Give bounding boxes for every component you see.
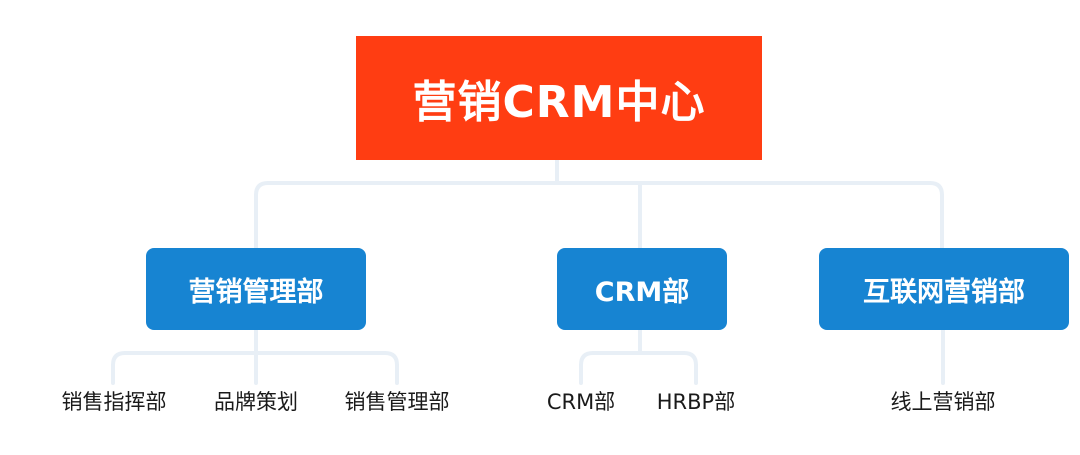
root-node: 营销CRM中心 bbox=[356, 36, 762, 160]
leaf-node-hrbp: HRBP部 bbox=[656, 390, 736, 414]
department-node-internet-marketing: 互联网营销部 bbox=[819, 248, 1069, 330]
leaf-node-sales-command: 销售指挥部 bbox=[61, 390, 167, 414]
department-node-marketing-management: 营销管理部 bbox=[146, 248, 366, 330]
leaf-node-crm: CRM部 bbox=[546, 390, 616, 414]
leaf-node-sales-management: 销售管理部 bbox=[344, 390, 450, 414]
leaf-node-online-marketing: 线上营销部 bbox=[890, 390, 996, 414]
marketing-mgmt-connector-line bbox=[111, 328, 399, 385]
leaf-node-brand-planning: 品牌策划 bbox=[214, 390, 298, 414]
root-connector-line bbox=[254, 158, 944, 250]
department-node-crm: CRM部 bbox=[557, 248, 727, 330]
crm-connector-line bbox=[579, 328, 698, 385]
